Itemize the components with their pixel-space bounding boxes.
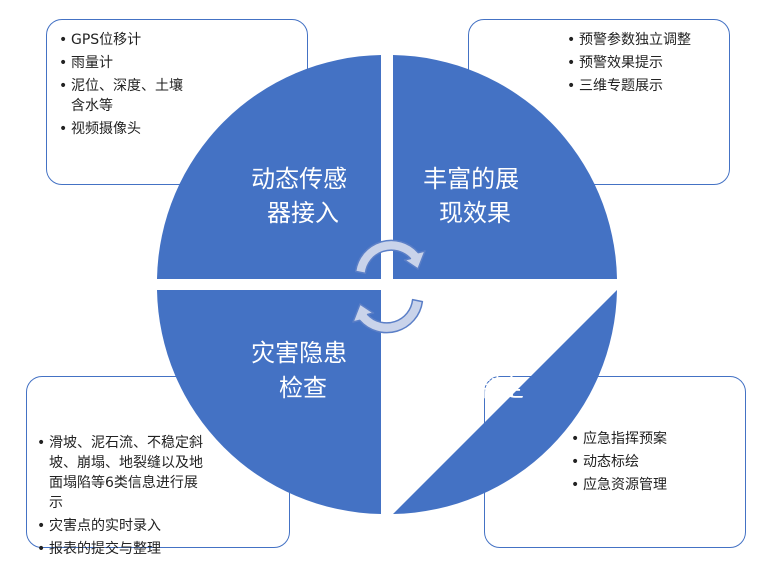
list-item: 灾害点的实时录入 bbox=[37, 516, 203, 536]
list-item: 滑坡、泥石流、不稳定斜坡、崩塌、地裂缝以及地面塌陷等6类信息进行展示 bbox=[37, 433, 203, 513]
list-item: 预警效果提示 bbox=[567, 53, 729, 73]
list-item: 雨量计 bbox=[59, 53, 193, 73]
bullet-list: 滑坡、泥石流、不稳定斜坡、崩塌、地裂缝以及地面塌陷等6类信息进行展示 灾害点的实… bbox=[37, 433, 203, 559]
info-box-bottom-left: 滑坡、泥石流、不稳定斜坡、崩塌、地裂缝以及地面塌陷等6类信息进行展示 灾害点的实… bbox=[26, 376, 290, 559]
list-item: GPS位移计 bbox=[59, 30, 193, 50]
bullet-list: GPS位移计 雨量计 泥位、深度、土壤含水等 视频摄像头 bbox=[59, 30, 193, 139]
list-item: 三维专题展示 bbox=[567, 76, 729, 96]
info-box-top-right: 预警参数独立调整 预警效果提示 三维专题展示 bbox=[468, 19, 730, 185]
cycle-arrows-icon bbox=[352, 239, 426, 334]
list-item: 视频摄像头 bbox=[59, 119, 193, 139]
list-item: 动态标绘 bbox=[571, 452, 745, 472]
list-item: 应急资源管理 bbox=[571, 475, 745, 495]
list-item: 报表的提交与整理 bbox=[37, 539, 203, 559]
list-item: 泥位、深度、土壤含水等 bbox=[59, 76, 193, 116]
list-item: 应急指挥预案 bbox=[571, 429, 745, 449]
info-box-top-left: GPS位移计 雨量计 泥位、深度、土壤含水等 视频摄像头 bbox=[46, 19, 308, 185]
bullet-list: 应急指挥预案 动态标绘 应急资源管理 bbox=[571, 429, 745, 495]
list-item: 预警参数独立调整 bbox=[567, 30, 729, 50]
cycle-arrow-bottom bbox=[352, 298, 424, 334]
bullet-list: 预警参数独立调整 预警效果提示 三维专题展示 bbox=[567, 30, 729, 96]
cycle-arrow-top bbox=[354, 239, 426, 275]
info-box-bottom-right: 应急指挥预案 动态标绘 应急资源管理 bbox=[484, 376, 746, 548]
